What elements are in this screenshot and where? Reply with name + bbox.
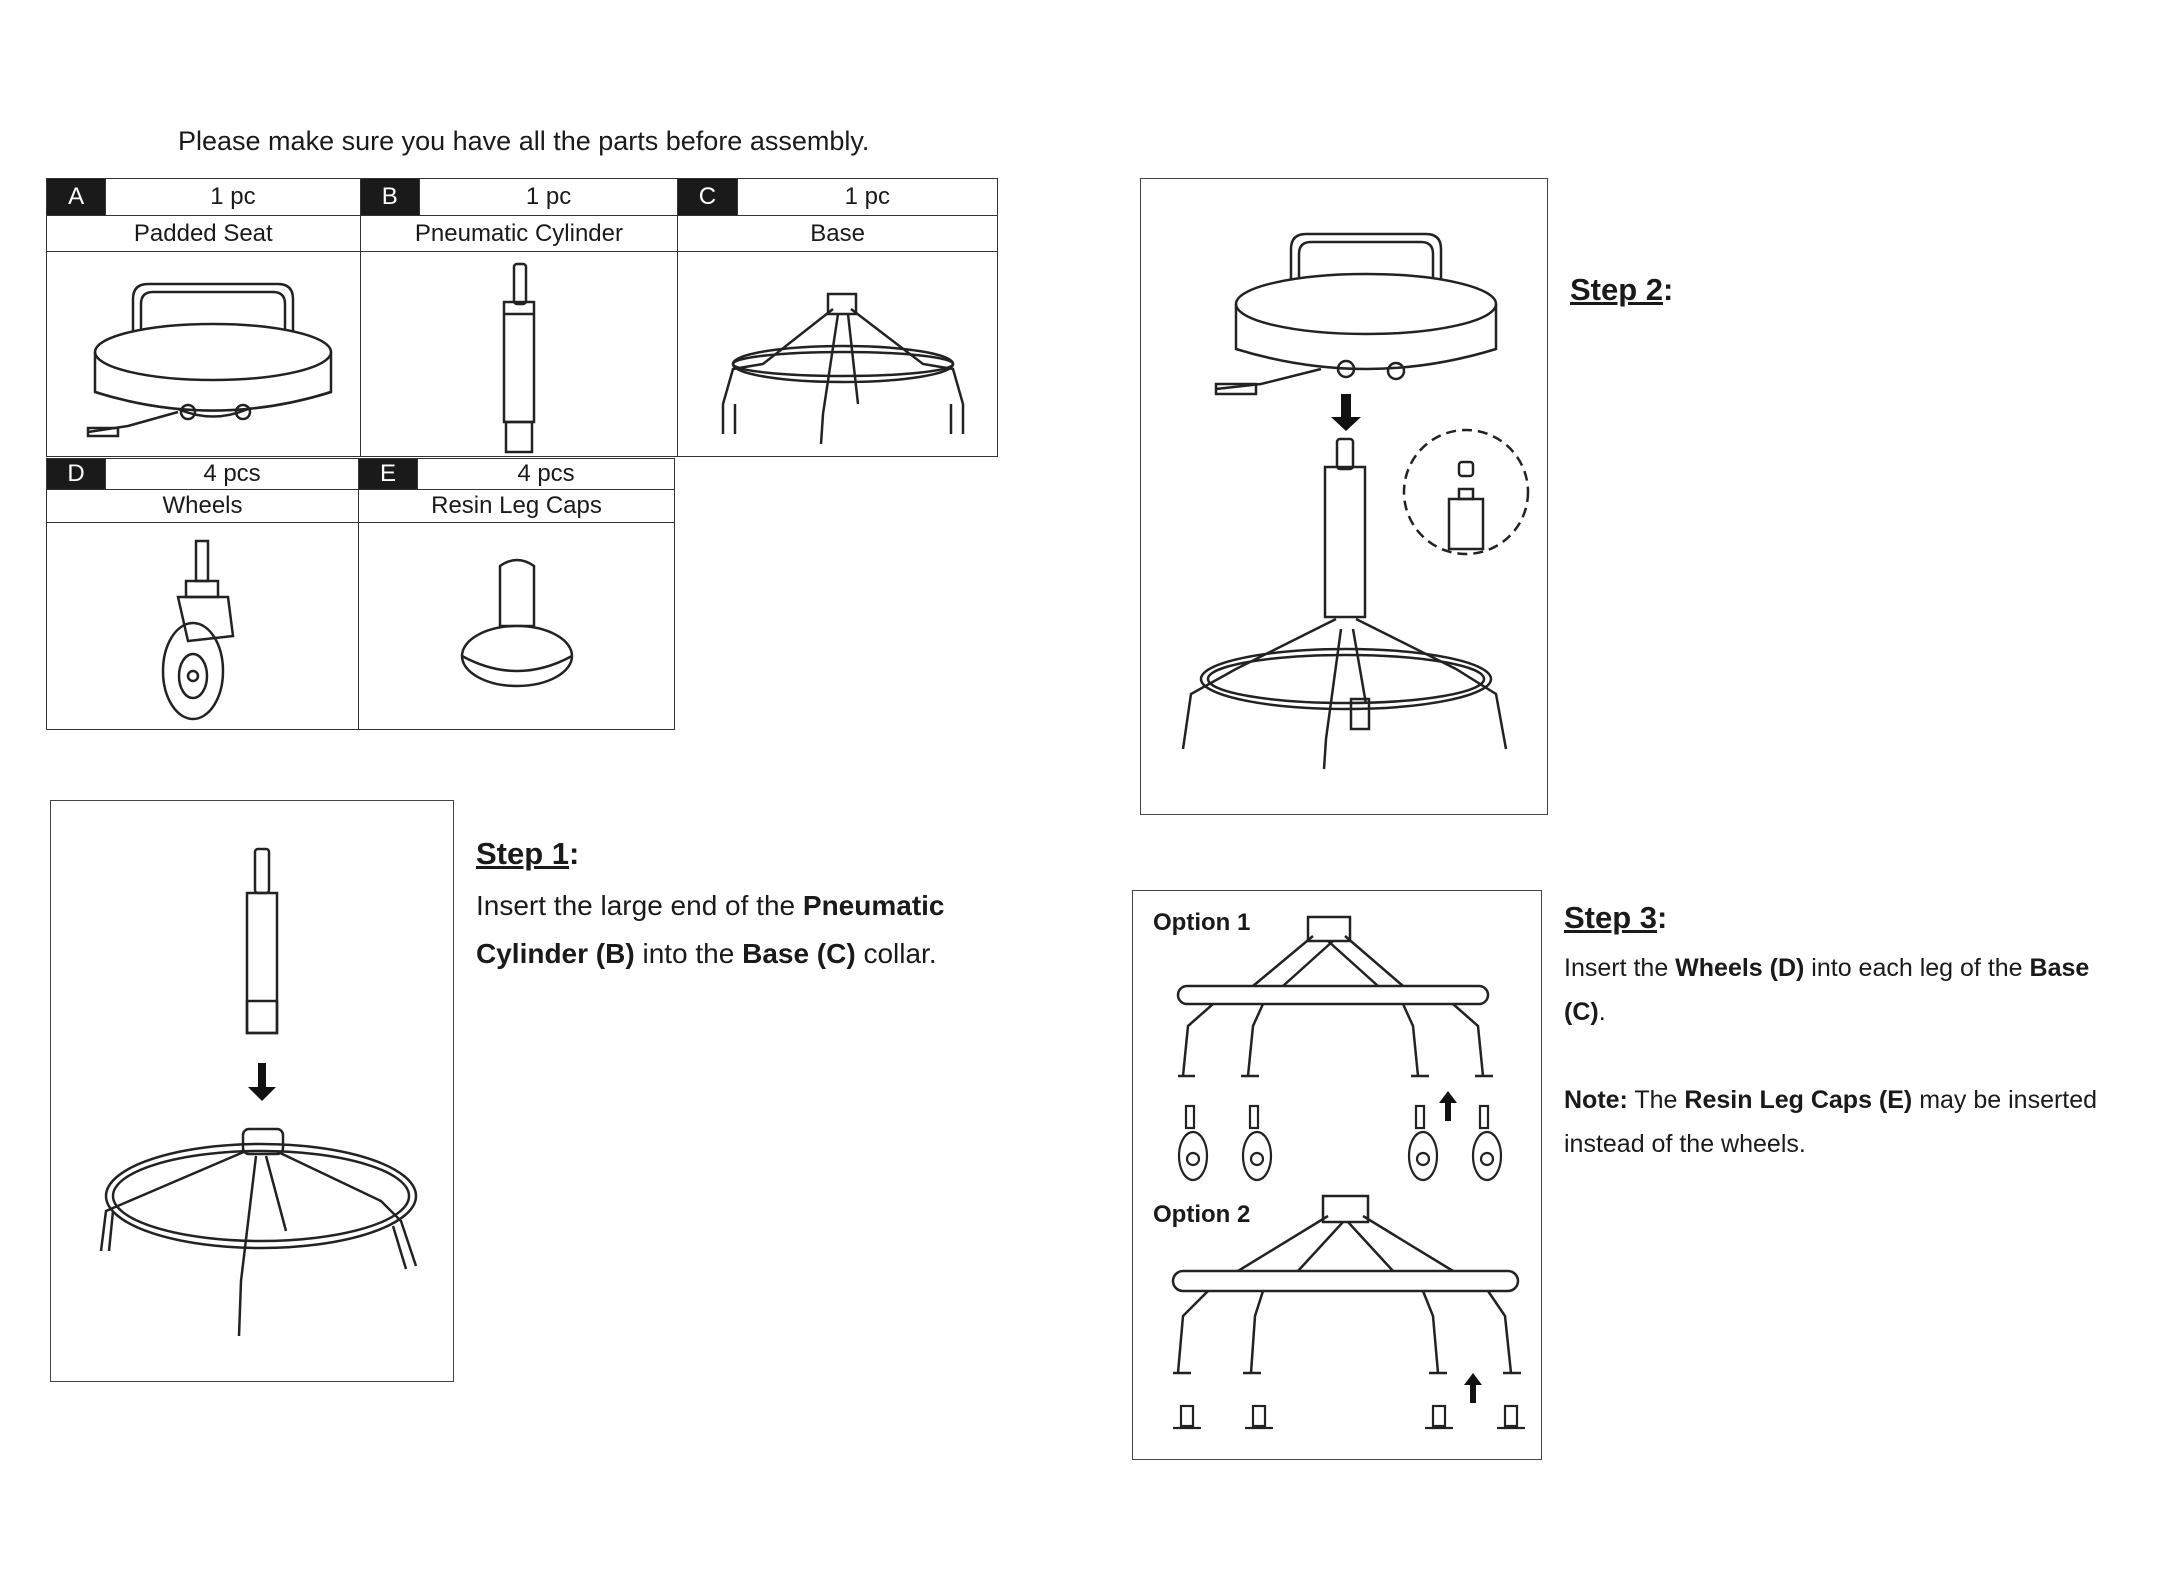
- part-image-c: [677, 251, 998, 457]
- part-letter-b: B: [359, 178, 420, 216]
- part-name-d: Wheels: [46, 489, 359, 523]
- step1-text: Insert the large end of the Pneumatic Cy…: [476, 890, 945, 969]
- part-letter-d: D: [46, 458, 106, 490]
- step2-title: Step 2:: [1570, 272, 1674, 307]
- up-arrow-icon-2: [1464, 1373, 1482, 1403]
- part-name-b: Pneumatic Cylinder: [359, 215, 679, 252]
- part-qty-d: 4 pcs: [105, 458, 359, 490]
- option1-base-icon: [1176, 915, 1493, 1078]
- option2-label: Option 2: [1153, 1201, 1251, 1228]
- part-image-b: [359, 251, 679, 457]
- parts-intro: Please make sure you have all the parts …: [178, 126, 870, 156]
- part-image-e: [358, 522, 675, 730]
- step1-diagram: [99, 847, 418, 1337]
- step1-illustration: [50, 800, 454, 1382]
- up-arrow-icon: [1439, 1091, 1457, 1121]
- part-letter-a: A: [45, 178, 107, 216]
- detail-circle-icon: [1402, 428, 1530, 556]
- step3-illustration: Option 1 Option 2: [1132, 890, 1542, 1460]
- part-image-d: [46, 522, 359, 730]
- leg-cap-icon: [460, 558, 573, 688]
- down-arrow-icon: [1331, 394, 1361, 431]
- seat-icon: [1214, 232, 1498, 396]
- part-name-c: Base: [677, 215, 998, 252]
- part-name-a: Padded Seat: [46, 215, 361, 252]
- part-qty-a: 1 pc: [105, 178, 361, 216]
- step3-diagram: [1171, 915, 1525, 1430]
- parts-table-bottom: D 4 pcs E 4 pcs Wheels Resin Leg Caps: [46, 458, 675, 730]
- part-qty-e: 4 pcs: [417, 458, 675, 490]
- wheels-icon: [1177, 1104, 1503, 1182]
- cylinder-icon: [1323, 437, 1367, 619]
- part-letter-c: C: [677, 178, 738, 216]
- step3-note: Note: The Resin Leg Caps (E) may be inse…: [1564, 1086, 2098, 1158]
- part-qty-b: 1 pc: [418, 178, 679, 216]
- part-image-a: [46, 251, 361, 457]
- step1-title: Step 1:: [476, 836, 580, 871]
- step2-diagram: [1181, 232, 1530, 770]
- step2-illustration: [1140, 178, 1548, 815]
- wheel-icon: [161, 539, 234, 721]
- step3-title: Step 3:: [1564, 900, 1668, 935]
- base-icon: [721, 292, 964, 445]
- option1-label: Option 1: [1153, 909, 1251, 936]
- cylinder-body-icon: [245, 891, 279, 1035]
- down-arrow-icon: [248, 1063, 276, 1101]
- part-letter-e: E: [358, 458, 418, 490]
- leg-caps-icon: [1173, 1404, 1525, 1430]
- option2-base-icon: [1171, 1194, 1521, 1375]
- pneumatic-cylinder-icon: [502, 262, 536, 454]
- base-frame-icon: [99, 1127, 418, 1337]
- cylinder-rod-icon: [253, 847, 271, 895]
- part-qty-c: 1 pc: [736, 178, 999, 216]
- parts-table-top: A 1 pc B 1 pc C 1 pc Padded Seat Pneumat…: [45, 178, 999, 457]
- step3-text: Insert the Wheels (D) into each leg of t…: [1564, 954, 2090, 1026]
- base-frame-icon: [1181, 617, 1508, 770]
- padded-seat-icon: [87, 282, 333, 438]
- part-name-e: Resin Leg Caps: [358, 489, 675, 523]
